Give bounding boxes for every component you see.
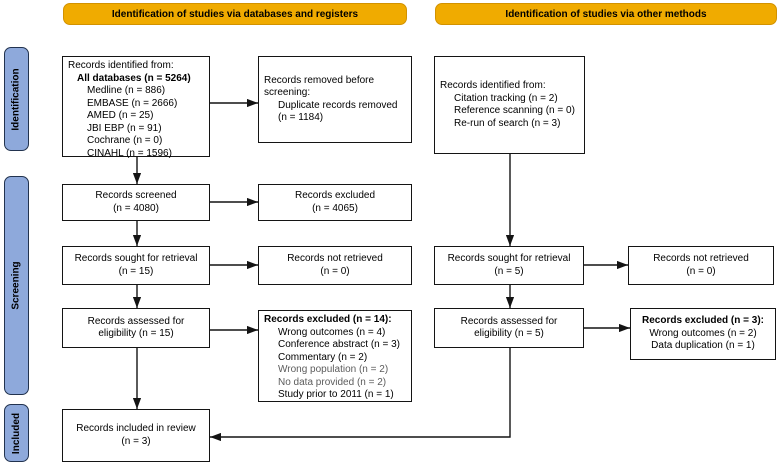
other-source-item: Reference scanning (n = 0) <box>454 105 575 116</box>
other-source-item: Citation tracking (n = 2) <box>454 92 558 104</box>
box-records-sought-databases: Records sought for retrieval (n = 15) <box>62 246 210 285</box>
db-source-item: Cochrane (n = 0) <box>87 135 163 146</box>
other-source-item: Re-run of search (n = 3) <box>454 117 561 129</box>
other-identified-title: Records identified from: <box>440 80 546 91</box>
box-records-excluded-screening: Records excluded (n = 4065) <box>258 184 412 221</box>
records-sought-label: Records sought for retrieval <box>74 253 198 264</box>
exclusion-reason-item: No data provided (n = 2) <box>278 376 387 388</box>
box-records-assessed-databases: Records assessed for eligibility (n = 15… <box>62 308 210 348</box>
exclusion-reason-item: Wrong outcomes (n = 4) <box>278 326 386 338</box>
exclusion-reason-item: Study prior to 2011 (n = 1) <box>278 389 394 400</box>
other-exclusion-reason-item: Data duplication (n = 1) <box>651 340 755 352</box>
other-assessed-count: eligibility (n = 5) <box>474 328 544 339</box>
records-included-count: (n = 3) <box>121 435 151 447</box>
box-records-included-review: Records included in review (n = 3) <box>62 409 210 462</box>
db-source-item: Medline (n = 886) <box>87 85 166 96</box>
box-records-removed-before-screening: Records removed before screening: Duplic… <box>258 56 412 143</box>
box-records-excluded-eligibility-databases: Records excluded (n = 14): Wrong outcome… <box>258 310 412 402</box>
exclusion-reason-item: Commentary (n = 2) <box>278 351 368 363</box>
records-not-retrieved-count: (n = 0) <box>320 265 350 277</box>
phase-identification: Identification <box>4 47 29 151</box>
phase-included: Included <box>4 404 29 462</box>
all-databases-count: All databases (n = 5264) <box>77 72 191 84</box>
other-excluded-title: Records excluded (n = 3): <box>642 315 764 327</box>
other-sought-count: (n = 5) <box>494 265 524 277</box>
records-removed-title: Records removed before screening: <box>264 74 375 99</box>
box-records-sought-other: Records sought for retrieval (n = 5) <box>434 246 584 285</box>
box-records-identified-other: Records identified from: Citation tracki… <box>434 56 585 154</box>
other-not-retrieved-label: Records not retrieved <box>653 253 749 264</box>
records-identified-title: Records identified from: <box>68 60 174 71</box>
records-screened-count: (n = 4080) <box>113 202 159 214</box>
db-source-item: JBI EBP (n = 91) <box>87 122 162 134</box>
exclusion-reason-item: Wrong population (n = 2) <box>278 364 389 375</box>
exclusion-reason-item: Conference abstract (n = 3) <box>278 339 401 350</box>
duplicates-removed-item: Duplicate records removed (n = 1184) <box>278 99 398 124</box>
header-databases-registers-label: Identification of studies via databases … <box>111 8 359 20</box>
box-records-identified-databases: Records identified from: All databases (… <box>62 56 210 159</box>
box-records-screened: Records screened (n = 4080) <box>62 184 210 221</box>
records-assessed-label: Records assessed for <box>87 315 185 327</box>
arrow-other-assessed-to-included <box>210 347 511 442</box>
excluded-eligibility-title: Records excluded (n = 14): <box>264 314 392 325</box>
header-other-methods: Identification of studies via other meth… <box>435 3 777 25</box>
records-screened-label: Records screened <box>95 190 177 201</box>
records-excluded-screening-count: (n = 4065) <box>312 202 358 214</box>
other-assessed-label: Records assessed for <box>460 315 558 327</box>
records-assessed-count: eligibility (n = 15) <box>98 328 174 339</box>
box-records-excluded-eligibility-other: Records excluded (n = 3): Wrong outcomes… <box>630 308 776 360</box>
other-exclusion-reason-item: Wrong outcomes (n = 2) <box>649 327 757 339</box>
records-included-label: Records included in review <box>76 423 196 434</box>
records-excluded-screening-label: Records excluded <box>294 190 376 201</box>
box-records-assessed-other: Records assessed for eligibility (n = 5) <box>434 308 584 348</box>
other-not-retrieved-count: (n = 0) <box>686 265 716 277</box>
header-other-methods-label: Identification of studies via other meth… <box>505 8 707 20</box>
db-source-item: AMED (n = 25) <box>87 110 154 121</box>
header-databases-registers: Identification of studies via databases … <box>63 3 407 25</box>
box-records-not-retrieved-other: Records not retrieved (n = 0) <box>628 246 774 285</box>
db-source-item: CINAHL (n = 1596) <box>87 147 172 159</box>
phase-screening: Screening <box>4 176 29 395</box>
box-records-not-retrieved-databases: Records not retrieved (n = 0) <box>258 246 412 285</box>
records-sought-count: (n = 15) <box>118 265 154 277</box>
records-not-retrieved-label: Records not retrieved <box>287 253 383 264</box>
other-sought-label: Records sought for retrieval <box>447 253 571 264</box>
db-source-item: EMBASE (n = 2666) <box>87 97 178 109</box>
